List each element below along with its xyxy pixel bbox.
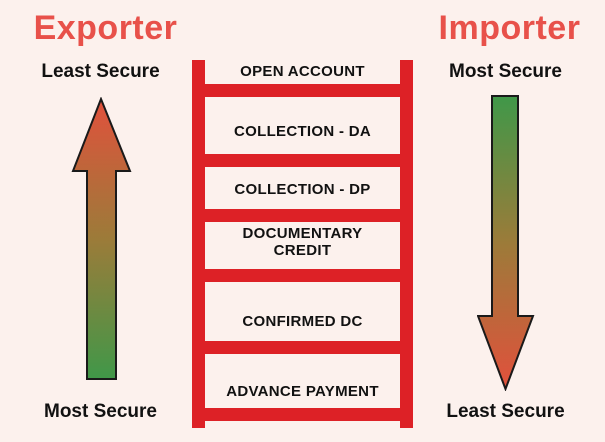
ladder-rung [192,209,413,222]
down-arrow-icon [477,95,535,391]
exporter-title: Exporter [33,9,178,47]
ladder-rung [192,269,413,282]
payment-methods-ladder: OPEN ACCOUNT COLLECTION - DA COLLECTION … [192,60,413,428]
ladder-rung [192,341,413,354]
up-arrow-icon [71,97,132,380]
exporter-most-secure-label: Most Secure [44,401,157,422]
ladder-rung [192,84,413,97]
ladder-label-collection-dp: COLLECTION - DP [234,181,371,198]
importer-title: Importer [438,9,581,47]
ladder-left-rail [192,60,205,428]
ladder-label-open-account: OPEN ACCOUNT [240,63,365,80]
ladder-label-advance-payment: ADVANCE PAYMENT [226,383,379,400]
ladder-rung [192,408,413,421]
exporter-least-secure-label: Least Secure [41,61,160,82]
importer-most-secure-label: Most Secure [449,61,562,82]
importer-least-secure-label: Least Secure [446,401,565,422]
ladder-label-collection-da: COLLECTION - DA [234,123,371,140]
ladder-label-documentary-credit: DOCUMENTARY CREDIT [242,225,363,259]
ladder-right-rail [400,60,413,428]
ladder-label-confirmed-dc: CONFIRMED DC [242,313,363,330]
ladder-rung [192,154,413,167]
